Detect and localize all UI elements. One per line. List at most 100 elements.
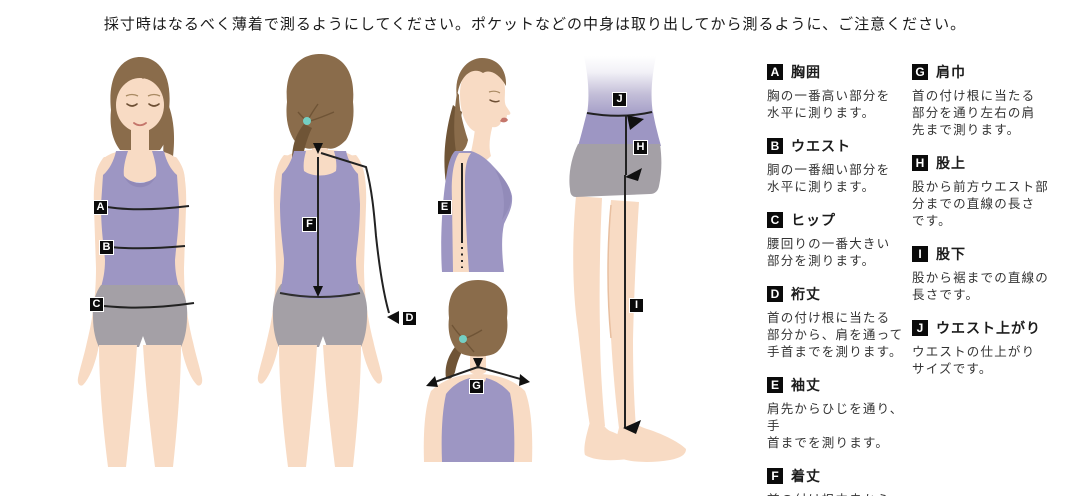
side-closed-eye bbox=[489, 99, 500, 103]
marker-sleeve-D: D bbox=[402, 311, 417, 326]
marker-chest-A: A bbox=[93, 200, 108, 215]
legend-term-G: 肩巾 bbox=[936, 64, 966, 80]
marker-hip-C: C bbox=[89, 297, 104, 312]
measure-arrow-G-left bbox=[426, 376, 438, 387]
measure-arrow-G-center bbox=[473, 358, 483, 369]
measure-arrow-H-bottom bbox=[625, 168, 642, 181]
legs-far-leg bbox=[573, 196, 605, 426]
legend-item-sleeve: E 袖丈 肩先からひじを通り、手 首までを測ります。 bbox=[767, 375, 909, 452]
measure-arrow-H-top bbox=[627, 115, 644, 130]
legend-letter-box-A: A bbox=[767, 64, 783, 80]
legend-item-rise: H 股上 股から前方ウエスト部 分までの直線の長さ です。 bbox=[912, 153, 1054, 230]
legs-shorts bbox=[569, 144, 662, 197]
legend-letter-box-E: E bbox=[767, 377, 783, 393]
shoulder-hair-tie bbox=[459, 335, 467, 343]
measure-line-waist-B bbox=[109, 245, 186, 250]
legend-item-yuki: D 裄丈 首の付け根に当たる 部分から、肩を通って 手首までを測ります。 bbox=[767, 284, 909, 361]
legend-item-shoulder: G 肩巾 首の付け根に当たる 部分を通り左右の肩 先まで測ります。 bbox=[912, 62, 1054, 139]
front-eyebrows bbox=[125, 93, 161, 97]
back-tank-top bbox=[280, 151, 360, 299]
measure-arrow-D bbox=[387, 311, 399, 324]
legend-term-D: 裄丈 bbox=[791, 286, 821, 302]
front-mouth bbox=[133, 122, 147, 127]
back-hair bbox=[286, 54, 354, 149]
back-shorts bbox=[272, 284, 368, 347]
front-face bbox=[116, 78, 164, 132]
measure-line-chest-A bbox=[106, 205, 190, 211]
legend-desc-I: 股から裾までの直線の 長さです。 bbox=[912, 271, 1050, 302]
back-hair-tie bbox=[303, 117, 311, 125]
shoulder-hair bbox=[448, 280, 508, 357]
side-bust-shade bbox=[495, 170, 511, 220]
back-right-leg bbox=[323, 345, 361, 467]
marker-shoulder-G: G bbox=[469, 379, 484, 394]
side-lips bbox=[500, 117, 508, 123]
measure-line-hip-C bbox=[95, 302, 195, 309]
side-hair bbox=[456, 58, 507, 98]
legs-near-leg-edge bbox=[607, 204, 612, 339]
legend-desc-F: 首の付け根中央から 上着の裾までを測り ます。 bbox=[767, 492, 909, 496]
legend-letter-box-F: F bbox=[767, 468, 783, 484]
front-bangs bbox=[113, 59, 167, 98]
side-eyebrow bbox=[488, 90, 501, 94]
marker-rise-H: H bbox=[633, 140, 648, 155]
marker-inseam-I: I bbox=[629, 298, 644, 313]
legend-desc-G: 首の付け根に当たる 部分を通り左右の肩 先まで測ります。 bbox=[912, 89, 1036, 137]
legs-near-foot bbox=[615, 423, 686, 462]
marker-arm-E: E bbox=[437, 200, 452, 215]
legend-desc-H: 股から前方ウエスト部 分までの直線の長さ です。 bbox=[912, 180, 1050, 228]
front-tank-top bbox=[101, 151, 179, 287]
figure-back-view bbox=[257, 54, 399, 467]
legend-desc-E: 肩先からひじを通り、手 首までを測ります。 bbox=[767, 402, 904, 450]
legend-letter-box-J: J bbox=[912, 320, 928, 336]
figure-shoulder-view bbox=[423, 280, 533, 462]
marker-waist-B: B bbox=[99, 240, 114, 255]
legend-term-C: ヒップ bbox=[791, 212, 836, 228]
measure-arrow-I-bottom bbox=[623, 420, 641, 434]
marker-waistband-J: J bbox=[612, 92, 627, 107]
legend-column-1: A 胸囲 胸の一番高い部分を 水平に測ります。 B ウエスト 胴の一番細い部分を… bbox=[767, 62, 909, 496]
legend-letter-box-G: G bbox=[912, 64, 928, 80]
figure-front-view bbox=[77, 57, 203, 467]
legend-letter-box-D: D bbox=[767, 286, 783, 302]
back-hem-line bbox=[279, 292, 361, 298]
legend-term-I: 股下 bbox=[936, 246, 966, 262]
legend-item-inseam: I 股下 股から裾までの直線の 長さです。 bbox=[912, 244, 1054, 304]
front-closed-eyes bbox=[126, 103, 160, 107]
legend-term-H: 股上 bbox=[936, 155, 966, 171]
legend-item-hip: C ヒップ 腰回りの一番大きい 部分を測ります。 bbox=[767, 210, 909, 270]
figure-side-view bbox=[441, 58, 513, 272]
legend-column-2: G 肩巾 首の付け根に当たる 部分を通り左右の肩 先まで測ります。 H 股上 股… bbox=[912, 62, 1054, 392]
side-head bbox=[460, 64, 511, 133]
legend-letter-box-B: B bbox=[767, 138, 783, 154]
front-shorts bbox=[92, 285, 188, 347]
legend-desc-C: 腰回りの一番大きい 部分を測ります。 bbox=[767, 237, 891, 268]
legend-desc-J: ウエストの仕上がり サイズです。 bbox=[912, 345, 1036, 376]
measurement-note: 採寸時はなるべく薄着で測るようにしてください。ポケットなどの中身は取り出してから… bbox=[103, 16, 967, 33]
legend-letter-box-C: C bbox=[767, 212, 783, 228]
measure-line-shoulder-G bbox=[431, 366, 525, 384]
legend-item-length: F 着丈 首の付け根中央から 上着の裾までを測り ます。 bbox=[767, 466, 909, 496]
back-left-leg bbox=[279, 345, 317, 467]
front-right-leg bbox=[143, 345, 181, 467]
legend-term-E: 袖丈 bbox=[791, 377, 821, 393]
legend-term-J: ウエスト上がり bbox=[936, 320, 1041, 336]
legs-near-leg bbox=[608, 200, 639, 428]
legs-torso-fade bbox=[584, 56, 656, 120]
front-left-leg bbox=[99, 345, 137, 467]
front-bust-shade bbox=[124, 176, 156, 188]
measure-arrow-F-bottom bbox=[313, 286, 323, 297]
legend-desc-D: 首の付け根に当たる 部分から、肩を通って 手首までを測ります。 bbox=[767, 311, 904, 359]
legend-term-F: 着丈 bbox=[791, 468, 821, 484]
shoulder-tank-top bbox=[441, 378, 515, 462]
legend-term-A: 胸囲 bbox=[791, 64, 821, 80]
measure-line-sleeve-D bbox=[320, 152, 390, 314]
legend-item-waist: B ウエスト 胴の一番細い部分を 水平に測ります。 bbox=[767, 136, 909, 196]
legend-letter-box-I: I bbox=[912, 246, 928, 262]
legend-item-waistband: J ウエスト上がり ウエストの仕上がり サイズです。 bbox=[912, 318, 1054, 378]
measure-arrow-G-right bbox=[519, 374, 530, 386]
marker-length-F: F bbox=[302, 217, 317, 232]
measure-line-waist-J bbox=[586, 111, 653, 117]
